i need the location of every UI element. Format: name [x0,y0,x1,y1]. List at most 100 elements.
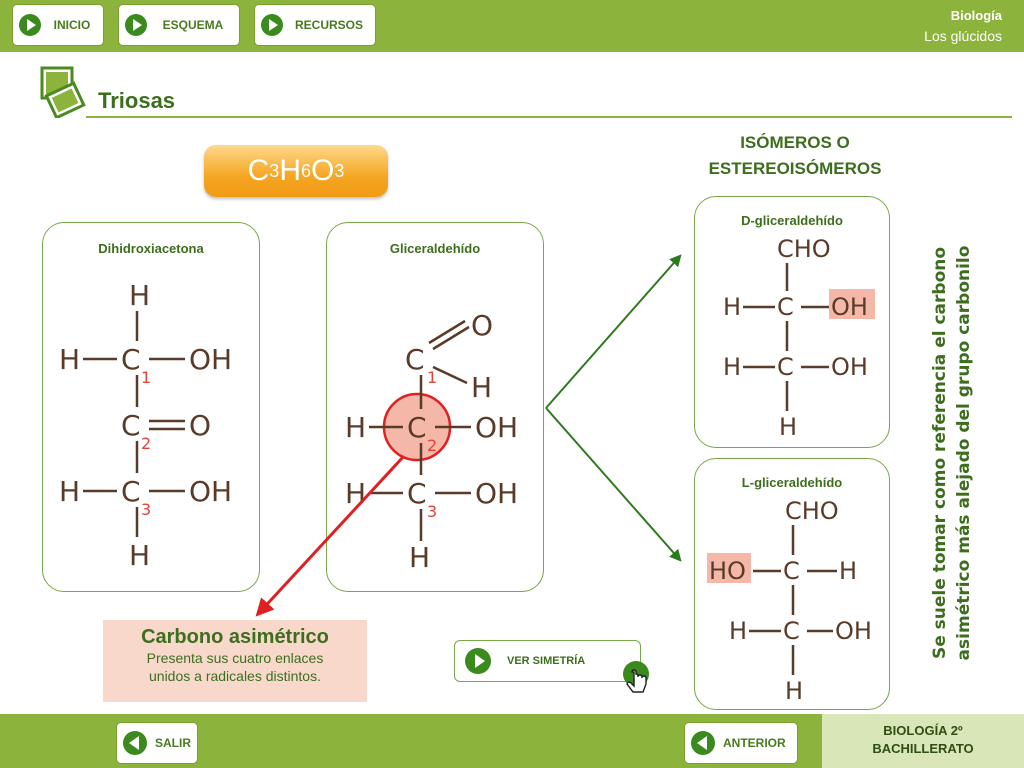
atom-o: O [471,309,493,342]
l-gliceraldehido-label: L-gliceraldehído [741,475,843,490]
atom-h: H [129,279,150,312]
ver-simetria-label: VER SIMETRÍA [507,655,586,667]
carbon-number: 3 [427,502,437,521]
atom-c: C [407,477,427,510]
d-gliceraldehido-structure: CHO H C OH H C OH H [723,235,875,441]
atom-h: H [59,475,80,508]
atom-c: C [777,293,794,321]
esquema-button[interactable]: ESQUEMA [118,4,240,46]
anterior-button[interactable]: ANTERIOR [684,722,798,764]
atom-h: H [779,413,797,441]
reference-note-line2: asimétrico más alejado del grupo carboni… [954,246,974,661]
isomers-title-line1: ISÓMEROS O [740,133,850,152]
dihidroxiacetona-label: Dihidroxiacetona [98,241,204,256]
atom-h: H [345,477,366,510]
atom-oh: OH [189,343,232,376]
atom-h: H [729,617,747,645]
atom-h: H [723,293,741,321]
inicio-label: INICIO [53,18,91,32]
carbon-number: 1 [427,368,437,387]
carbono-asimetrico-line1: Presenta sus cuatro enlaces [146,650,324,666]
arrow-to-l-isomer [545,407,682,562]
atom-c: C [121,343,141,376]
atom-oh: OH [831,353,868,381]
atom-oh: OH [831,293,868,321]
carbono-asimetrico-title: Carbono asimétrico [141,626,329,648]
esquema-label: ESQUEMA [162,18,224,32]
formula-c: C [247,154,270,187]
ho-highlight [707,553,751,583]
atom-h: H [471,371,492,404]
dihidroxiacetona-structure: H H C OH C O H C OH H 1 2 3 [59,279,232,572]
ver-simetria-button[interactable]: VER SIMETRÍA [454,640,641,682]
atom-h: H [345,411,366,444]
atom-h: H [59,343,80,376]
atom-c: C [121,475,141,508]
course-label: BIOLOGÍA 2º BACHILLERATO [822,714,1024,768]
gliceraldehido-card: Gliceraldehído O C H H C OH H C OH H 1 2… [326,222,544,592]
atom-oh: OH [189,475,232,508]
isomers-title-line2: ESTEREOISÓMEROS [708,159,882,178]
atom-c: C [121,409,141,442]
atom-oh: OH [835,617,872,645]
formula-o: O [311,154,335,187]
l-gliceraldehido-structure: CHO HO C H H C OH H [707,497,872,705]
recursos-button[interactable]: RECURSOS [254,4,376,46]
atom-h: H [785,677,803,705]
atom-ho: HO [709,557,746,585]
carbon-number: 3 [141,500,151,519]
reference-note-line1: Se suele tomar como referencia el carbon… [930,247,950,659]
atom-c: C [407,411,427,444]
carbono-asimetrico-box: Carbono asimétrico Presenta sus cuatro e… [103,620,367,702]
formula-o-sub: 3 [334,160,345,181]
atom-h: H [129,539,150,572]
subject-topic: Los glúcidos [924,28,1002,44]
formula-c-sub: 3 [269,160,280,181]
carbono-asimetrico-line2: unidos a radicales distintos. [149,668,321,684]
play-icon [261,14,283,36]
atom-c: C [777,353,794,381]
atom-h: H [839,557,857,585]
atom-oh: OH [475,477,518,510]
recursos-label: RECURSOS [294,18,363,32]
l-gliceraldehido-card: L-gliceraldehído CHO HO C H H C OH H [694,458,890,710]
subject-header: Biología Los glúcidos [924,6,1002,46]
title-underline [86,116,1012,118]
section-logo-icon [40,66,86,118]
carbon-number: 2 [427,436,437,455]
hand-cursor-icon [623,661,649,693]
atom-o: O [189,409,211,442]
salir-label: SALIR [155,736,191,750]
course-line2: BACHILLERATO [872,741,974,756]
carbon-number: 1 [141,368,151,387]
d-gliceraldehido-label: D-gliceraldehído [741,213,843,228]
formula-h-sub: 6 [300,160,311,181]
atom-c: C [783,557,800,585]
atom-cho: CHO [777,235,831,263]
d-gliceraldehido-card: D-gliceraldehído CHO H C OH H C OH H [694,196,890,448]
atom-cho: CHO [785,497,839,525]
isomers-title: ISÓMEROS O ESTEREOISÓMEROS [670,130,920,182]
oh-highlight [829,289,875,319]
page-title: Triosas [98,88,176,113]
course-line1: BIOLOGÍA 2º [883,723,963,738]
arrow-to-d-isomer [545,254,682,409]
formula-h: H [279,154,301,187]
subject-name: Biología [950,8,1002,23]
atom-c: C [783,617,800,645]
atom-oh: OH [475,411,518,444]
salir-button[interactable]: SALIR [116,722,198,764]
atom-c: C [405,343,425,376]
inicio-button[interactable]: INICIO [12,4,104,46]
play-icon [19,14,41,36]
anterior-label: ANTERIOR [723,736,786,750]
dihidroxiacetona-card: Dihidroxiacetona H H C OH C O H C OH H 1… [42,222,260,592]
back-arrow-icon [123,731,147,755]
reference-note: Se suele tomar como referencia el carbon… [930,246,974,661]
play-icon [125,14,147,36]
back-arrow-icon [691,731,715,755]
atom-h: H [409,541,430,574]
atom-h: H [723,353,741,381]
gliceraldehido-label: Gliceraldehído [389,241,481,256]
